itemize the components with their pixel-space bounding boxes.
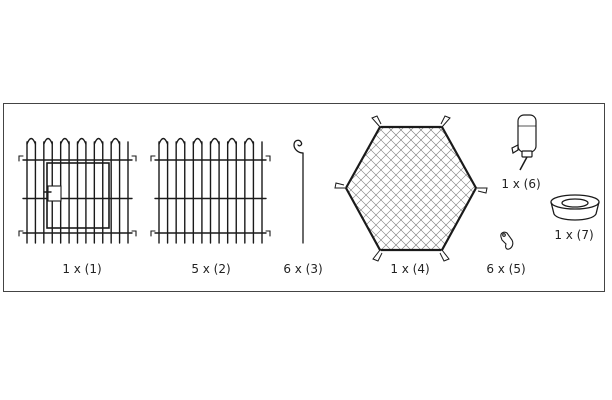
hexagon-net-quantity-label: 1 x (4) bbox=[390, 262, 430, 276]
water-bottle-quantity-label: 1 x (6) bbox=[501, 177, 541, 191]
parts-frame bbox=[3, 103, 605, 292]
hexagon-net-illustration bbox=[334, 115, 488, 262]
gate-panel-illustration bbox=[18, 137, 137, 244]
food-bowl-illustration bbox=[550, 194, 600, 221]
fence-panel-illustration bbox=[150, 137, 271, 244]
ground-stake-quantity-label: 6 x (3) bbox=[283, 262, 323, 276]
gate-panel-quantity-label: 1 x (1) bbox=[62, 262, 102, 276]
clip-quantity-label: 6 x (5) bbox=[486, 262, 526, 276]
food-bowl-quantity-label: 1 x (7) bbox=[554, 228, 594, 242]
clip-illustration bbox=[500, 231, 514, 250]
ground-stake-illustration bbox=[293, 139, 304, 244]
fence-panel-quantity-label: 5 x (2) bbox=[191, 262, 231, 276]
water-bottle-illustration bbox=[511, 114, 537, 171]
